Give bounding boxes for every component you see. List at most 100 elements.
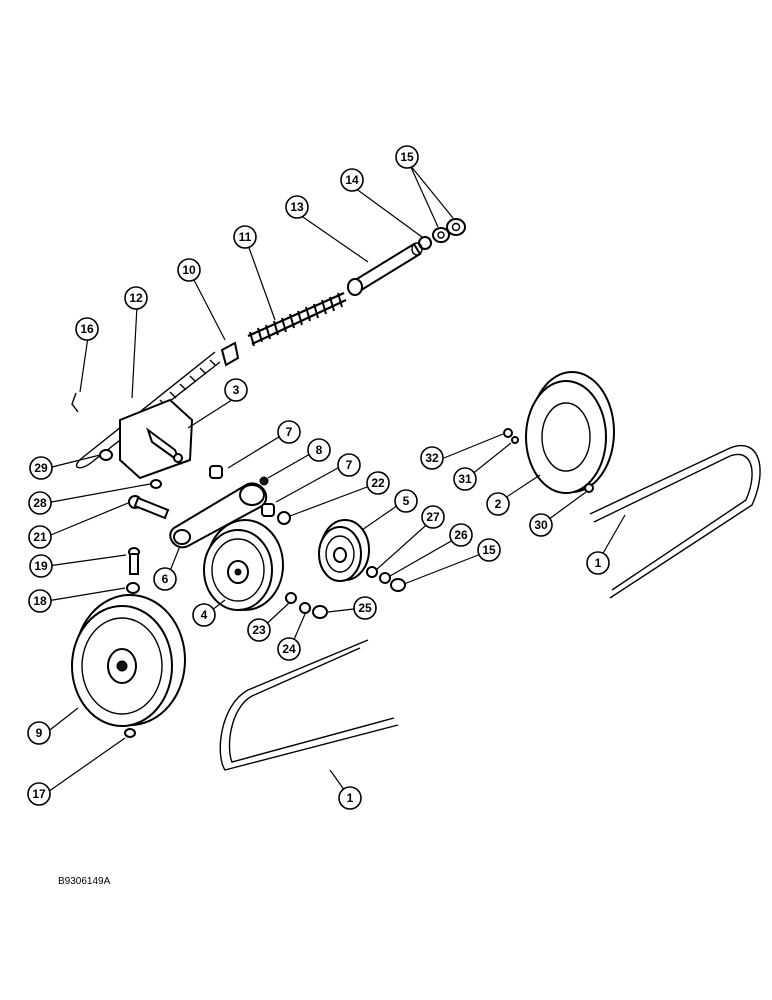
svg-text:28: 28 xyxy=(33,496,47,510)
callout-14: 14 xyxy=(340,168,364,192)
svg-text:4: 4 xyxy=(201,608,208,622)
callout-15-top: 15 xyxy=(395,145,419,169)
callout-2: 2 xyxy=(486,492,510,516)
belt-1-right xyxy=(589,445,761,599)
callout-13: 13 xyxy=(285,195,309,219)
nut-15-top xyxy=(432,218,466,243)
callouts: 15 14 13 11 10 12 16 3 29 28 21 19 18 9 … xyxy=(27,145,610,810)
bolt-21 xyxy=(128,495,170,520)
sheave-2 xyxy=(525,371,615,494)
svg-text:15: 15 xyxy=(400,150,414,164)
svg-text:3: 3 xyxy=(233,383,240,397)
arm-6 xyxy=(169,482,268,549)
svg-text:5: 5 xyxy=(403,494,410,508)
svg-text:19: 19 xyxy=(34,559,48,573)
nut-29 xyxy=(99,449,113,461)
callout-12: 12 xyxy=(124,286,148,310)
pin-16 xyxy=(71,392,79,413)
callout-7-top: 7 xyxy=(277,420,301,444)
svg-text:25: 25 xyxy=(358,601,372,615)
svg-text:10: 10 xyxy=(182,263,196,277)
callout-27: 27 xyxy=(421,505,445,529)
callout-29: 29 xyxy=(29,456,53,480)
spring-11 xyxy=(247,291,347,347)
fitting-8 xyxy=(259,476,269,486)
svg-text:1: 1 xyxy=(595,556,602,570)
callout-4: 4 xyxy=(192,603,216,627)
washer-23 xyxy=(285,592,297,604)
pulley-9 xyxy=(71,594,186,727)
callout-6: 6 xyxy=(153,567,177,591)
callout-19: 19 xyxy=(29,554,53,578)
callout-7-lower: 7 xyxy=(337,453,361,477)
svg-text:18: 18 xyxy=(33,594,47,608)
svg-text:8: 8 xyxy=(316,443,323,457)
svg-text:21: 21 xyxy=(33,530,47,544)
callout-25: 25 xyxy=(353,596,377,620)
callout-17: 17 xyxy=(27,782,51,806)
svg-text:9: 9 xyxy=(36,726,43,740)
svg-text:16: 16 xyxy=(80,322,94,336)
svg-text:26: 26 xyxy=(454,528,468,542)
svg-text:11: 11 xyxy=(239,230,252,244)
svg-text:32: 32 xyxy=(425,451,439,465)
parts-artwork xyxy=(71,218,761,771)
callout-23: 23 xyxy=(247,618,271,642)
nut-15-lower xyxy=(390,578,406,592)
bolt-30 xyxy=(584,483,594,493)
svg-text:24: 24 xyxy=(282,642,296,656)
washer-26 xyxy=(379,572,391,584)
pulley-5 xyxy=(318,519,370,582)
callout-28: 28 xyxy=(28,491,52,515)
callout-1-lower: 1 xyxy=(338,786,362,810)
svg-text:15: 15 xyxy=(482,543,496,557)
svg-text:29: 29 xyxy=(34,461,48,475)
svg-text:27: 27 xyxy=(426,510,440,524)
callout-10: 10 xyxy=(177,258,201,282)
washer-18 xyxy=(126,582,140,594)
svg-text:30: 30 xyxy=(534,518,548,532)
callout-30: 30 xyxy=(529,513,553,537)
bushing-7-lower xyxy=(261,503,275,517)
bushing-7-top xyxy=(209,465,223,479)
washer-14 xyxy=(418,236,432,250)
svg-text:12: 12 xyxy=(129,291,143,305)
callout-31: 31 xyxy=(453,467,477,491)
drawing-code: B9306149A xyxy=(58,876,111,887)
callout-8: 8 xyxy=(307,438,331,462)
callout-1-right: 1 xyxy=(586,551,610,575)
nut-17 xyxy=(124,728,136,738)
callout-26: 26 xyxy=(449,523,473,547)
nut-25 xyxy=(312,605,328,619)
callout-11: 11 xyxy=(233,225,257,249)
svg-text:7: 7 xyxy=(346,458,353,472)
callout-32: 32 xyxy=(420,446,444,470)
belt-1-lower xyxy=(219,639,399,771)
svg-text:6: 6 xyxy=(162,572,169,586)
svg-text:22: 22 xyxy=(371,476,385,490)
plate-3 xyxy=(119,398,194,480)
svg-text:31: 31 xyxy=(458,472,472,486)
callout-24: 24 xyxy=(277,637,301,661)
bracket-10 xyxy=(220,341,240,367)
callout-5: 5 xyxy=(394,489,418,513)
callout-3: 3 xyxy=(224,378,248,402)
svg-text:1: 1 xyxy=(347,791,354,805)
callout-16: 16 xyxy=(75,317,99,341)
svg-text:23: 23 xyxy=(252,623,266,637)
washer-27 xyxy=(366,566,378,578)
washer-22 xyxy=(277,511,291,525)
svg-text:17: 17 xyxy=(32,787,46,801)
svg-text:2: 2 xyxy=(495,497,502,511)
tube-13 xyxy=(347,242,423,296)
callout-18: 18 xyxy=(28,589,52,613)
callout-22: 22 xyxy=(366,471,390,495)
pulley-4 xyxy=(203,519,284,611)
bolt-28 xyxy=(150,479,162,489)
svg-text:13: 13 xyxy=(290,200,304,214)
washer-24 xyxy=(299,602,311,614)
callout-21: 21 xyxy=(28,525,52,549)
svg-text:7: 7 xyxy=(286,425,293,439)
callout-15-lower: 15 xyxy=(477,538,501,562)
